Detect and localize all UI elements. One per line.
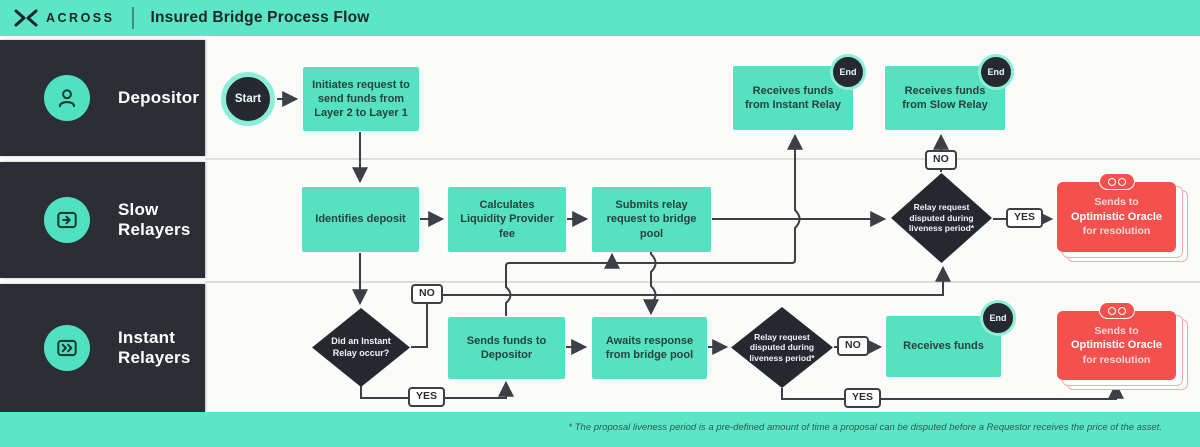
end-label: End	[987, 67, 1005, 77]
decision-instant-relay-occur-label: Did an Instant Relay occur?	[331, 336, 391, 358]
node-identifies-deposit: Identifies deposit	[302, 187, 419, 252]
person-icon	[44, 75, 90, 121]
lane-label-depositor: Depositor	[118, 88, 200, 107]
node-optimistic-oracle-instant: Sends to Optimistic Oracle for resolutio…	[1057, 302, 1188, 390]
start-node: Start	[221, 72, 275, 126]
node-calculates-lp-fee: Calculates Liquidity Provider fee	[448, 187, 566, 252]
edge-label-no: NO	[925, 150, 957, 170]
oracle-line3: for resolution	[1082, 225, 1151, 238]
lane-divider	[205, 281, 1200, 283]
lane-header-depositor: Depositor	[0, 40, 205, 156]
lane-label-instant-relayers: Instant Relayers	[118, 328, 191, 367]
edge-label-yes: YES	[1006, 208, 1044, 228]
edge-label-yes: YES	[408, 387, 446, 407]
end-node: End	[978, 54, 1014, 90]
optimistic-oracle-icon	[1098, 302, 1135, 319]
edge-label-no: NO	[837, 336, 869, 356]
oracle-line1: Sends to	[1094, 196, 1139, 209]
double-arrow-icon	[44, 325, 90, 371]
lane-label-slow-relayers: Slow Relayers	[118, 200, 191, 239]
oracle-line3: for resolution	[1082, 353, 1151, 366]
decision-dispute-instant: Relay request disputed during liveness p…	[731, 307, 833, 388]
node-submits-relay-request: Submits relay request to bridge pool	[592, 187, 711, 252]
header-divider	[132, 7, 135, 29]
across-brand: ACROSS	[0, 9, 114, 27]
oracle-line1: Sends to	[1094, 324, 1139, 337]
footer-bar: * The proposal liveness period is a pre-…	[0, 412, 1200, 447]
edge-label-yes: YES	[844, 388, 882, 408]
page-title: Insured Bridge Process Flow	[150, 9, 370, 26]
node-initiates-request: Initiates request to send funds from Lay…	[303, 67, 419, 131]
decision-instant-relay-occur: Did an Instant Relay occur?	[312, 308, 410, 387]
decision-dispute-instant-label: Relay request disputed during liveness p…	[749, 331, 815, 363]
node-optimistic-oracle-slow: Sends to Optimistic Oracle for resolutio…	[1057, 173, 1188, 262]
start-label: Start	[234, 93, 262, 105]
edge-label-no: NO	[411, 284, 443, 304]
oracle-line2: Optimistic Oracle	[1070, 339, 1163, 352]
lane-divider	[205, 158, 1200, 160]
lane-header-instant-relayers: Instant Relayers	[0, 284, 205, 412]
oracle-line2: Optimistic Oracle	[1070, 210, 1163, 223]
relay-arrow-icon	[44, 197, 90, 243]
across-logo-icon	[14, 9, 38, 27]
node-sends-funds-to-depositor: Sends funds to Depositor	[448, 317, 565, 379]
footnote: * The proposal liveness period is a pre-…	[568, 422, 1162, 433]
decision-dispute-slow: Relay request disputed during liveness p…	[891, 173, 992, 263]
end-node: End	[830, 54, 866, 90]
header-bar: ACROSS Insured Bridge Process Flow	[0, 0, 1200, 36]
across-wordmark: ACROSS	[46, 11, 115, 25]
end-label: End	[989, 313, 1007, 323]
end-label: End	[839, 67, 857, 77]
decision-dispute-slow-label: Relay request disputed during liveness p…	[908, 202, 975, 234]
lane-header-slow-relayers: Slow Relayers	[0, 162, 205, 278]
end-node: End	[980, 300, 1016, 336]
optimistic-oracle-icon	[1098, 173, 1135, 190]
node-awaits-response: Awaits response from bridge pool	[592, 317, 707, 379]
